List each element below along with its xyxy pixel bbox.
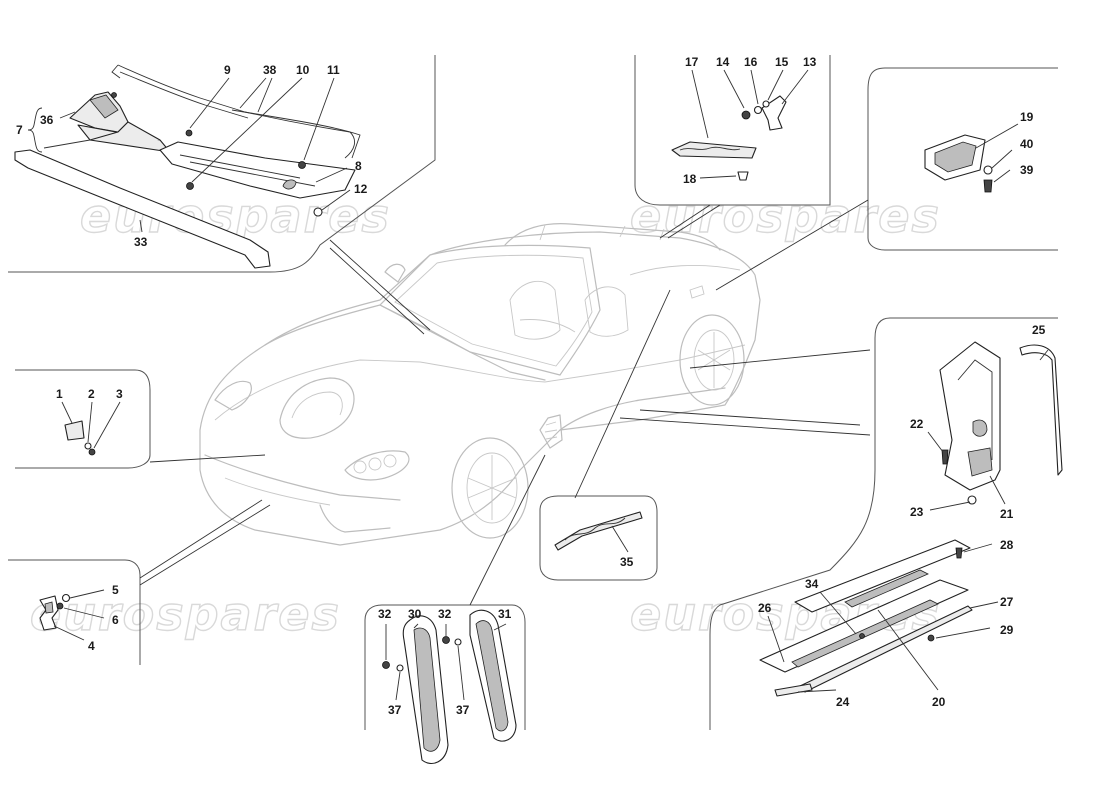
callout-16: 16 bbox=[744, 55, 758, 69]
side-vent-parts bbox=[382, 609, 517, 764]
bumper-bracket-parts bbox=[39, 589, 105, 641]
box-side-vents bbox=[364, 604, 526, 730]
callout-6: 6 bbox=[112, 613, 119, 627]
callout-7: 7 bbox=[16, 123, 23, 137]
callout-25: 25 bbox=[1032, 323, 1046, 337]
part-18-clip bbox=[737, 171, 749, 181]
callout-labels: 36 7 9 38 10 11 8 12 33 17 14 16 15 13 1… bbox=[16, 55, 1046, 717]
part-16-washer bbox=[753, 105, 763, 115]
box-windshield-cowl bbox=[8, 55, 436, 273]
callout-2: 2 bbox=[88, 387, 95, 401]
callout-21: 21 bbox=[1000, 507, 1014, 521]
callout-5: 5 bbox=[112, 583, 119, 597]
part-14-nut bbox=[741, 110, 751, 120]
watermark-bottom-left: eurospares bbox=[30, 587, 341, 641]
part-22-screw bbox=[941, 449, 949, 465]
callout-18: 18 bbox=[683, 172, 697, 186]
part-17-script-badge bbox=[671, 141, 757, 159]
sill-pillar-parts bbox=[759, 341, 1063, 697]
callout-1: 1 bbox=[56, 387, 63, 401]
part-38-seal-a bbox=[117, 64, 356, 159]
callout-14: 14 bbox=[716, 55, 730, 69]
callout-27: 27 bbox=[1000, 595, 1014, 609]
windshield-cowl-parts bbox=[14, 64, 361, 269]
callout-37-left: 37 bbox=[388, 703, 402, 717]
part-24-strip bbox=[774, 683, 813, 697]
part-37-washer-right bbox=[454, 638, 462, 646]
callout-10: 10 bbox=[296, 63, 310, 77]
part-34-sill-plate bbox=[794, 539, 971, 613]
callout-22: 22 bbox=[910, 417, 924, 431]
callout-30: 30 bbox=[408, 607, 422, 621]
part-32-nut-left bbox=[382, 661, 390, 669]
box-sill-pillar bbox=[709, 317, 1058, 730]
callout-28: 28 bbox=[1000, 538, 1014, 552]
front-badge-parts bbox=[61, 401, 121, 456]
rear-vent-parts bbox=[924, 123, 1019, 193]
callout-3: 3 bbox=[116, 387, 123, 401]
callout-17: 17 bbox=[685, 55, 699, 69]
callout-26: 26 bbox=[758, 601, 772, 615]
box-bumper-bracket bbox=[8, 559, 141, 665]
part-25-seal bbox=[1019, 344, 1063, 476]
nut-10 bbox=[186, 182, 194, 190]
part-39-screw bbox=[983, 179, 993, 193]
box-badge-top bbox=[634, 55, 831, 206]
callout-9: 9 bbox=[224, 63, 231, 77]
part-15-screw bbox=[762, 100, 770, 108]
part-33-seal-strip bbox=[14, 149, 271, 269]
watermark-group: eurospares eurospares eurospares eurospa… bbox=[29, 188, 941, 641]
callout-40: 40 bbox=[1020, 137, 1034, 151]
badge-top-parts bbox=[671, 69, 809, 181]
detail-box-borders bbox=[8, 55, 1058, 730]
part-4-bracket bbox=[39, 595, 59, 631]
part-29-clip bbox=[927, 634, 935, 642]
callout-15: 15 bbox=[775, 55, 789, 69]
nut-12 bbox=[313, 207, 323, 217]
part-5-washer bbox=[61, 593, 71, 603]
part-2-clip bbox=[84, 442, 92, 450]
part-23-clip bbox=[967, 495, 977, 505]
watermark-top-right: eurospares bbox=[630, 189, 941, 243]
part-1-badge bbox=[64, 420, 85, 441]
callout-31: 31 bbox=[498, 607, 512, 621]
callout-33: 33 bbox=[134, 235, 148, 249]
callout-13: 13 bbox=[803, 55, 817, 69]
callout-12: 12 bbox=[354, 182, 368, 196]
callout-11: 11 bbox=[327, 63, 340, 77]
callout-23: 23 bbox=[910, 505, 924, 519]
callout-38: 38 bbox=[263, 63, 277, 77]
part-35-script-badge bbox=[554, 511, 643, 551]
callout-4: 4 bbox=[88, 639, 95, 653]
callout-35: 35 bbox=[620, 555, 634, 569]
callout-37-right: 37 bbox=[456, 703, 470, 717]
callout-8: 8 bbox=[355, 159, 362, 173]
callout-32-right: 32 bbox=[438, 607, 452, 621]
box-side-script bbox=[539, 495, 658, 581]
part-37-washer-left bbox=[396, 664, 404, 672]
part-6-nut bbox=[56, 602, 64, 610]
callout-19: 19 bbox=[1020, 110, 1034, 124]
part-26-sill-cover bbox=[759, 579, 969, 673]
part-28-screw bbox=[955, 547, 963, 559]
callout-20: 20 bbox=[932, 695, 946, 709]
clip-11 bbox=[298, 161, 306, 169]
callout-36: 36 bbox=[40, 113, 54, 127]
callout-39: 39 bbox=[1020, 163, 1034, 177]
callout-24: 24 bbox=[836, 695, 850, 709]
callout-29: 29 bbox=[1000, 623, 1014, 637]
part-3-nut bbox=[88, 448, 96, 456]
part-32-nut-right bbox=[442, 636, 450, 644]
part-40-washer bbox=[983, 165, 993, 175]
screw-9 bbox=[185, 129, 193, 137]
callout-32-left: 32 bbox=[378, 607, 392, 621]
pointer-lines bbox=[139, 199, 871, 606]
box-front-badge bbox=[15, 369, 151, 469]
car-illustration bbox=[199, 223, 761, 546]
side-script-parts bbox=[554, 511, 643, 553]
box-rear-vent bbox=[867, 67, 1058, 251]
callout-34: 34 bbox=[805, 577, 819, 591]
